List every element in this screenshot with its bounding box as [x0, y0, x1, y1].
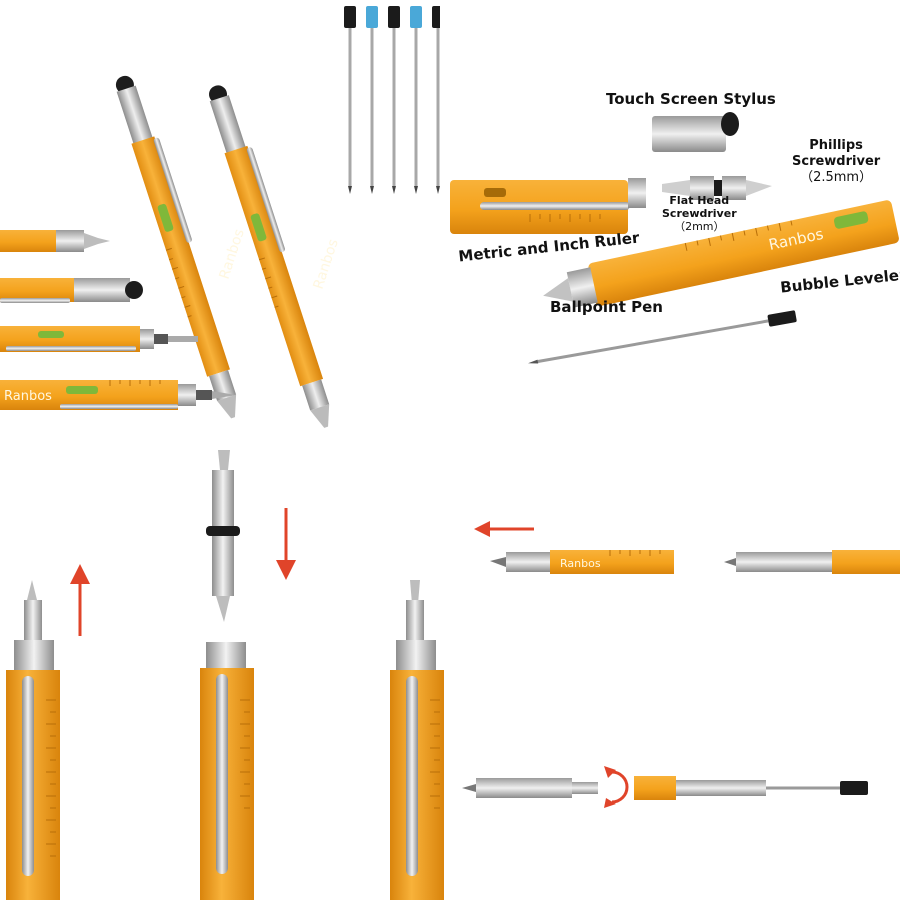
loose-refill [528, 310, 797, 364]
arrow-left-icon [474, 521, 534, 537]
refill-tip [348, 186, 352, 194]
label-phillips-size: （2.5mm） [800, 170, 873, 185]
brand-logo-left: Ranbos [217, 227, 248, 281]
pen-diagonal-right [209, 85, 330, 428]
pen-with-phillips-bit [6, 580, 60, 900]
arrow-down-icon [276, 508, 296, 580]
label-phillips-screwdriver: Phillips Screwdriver （2.5mm） [792, 138, 880, 186]
label-touch-screen-stylus: Touch Screen Stylus [606, 90, 776, 108]
label-flat-head-line1: Flat Head [669, 194, 730, 207]
label-ballpoint-pen: Ballpoint Pen [550, 298, 663, 316]
label-flat-head-line2: Screwdriver [662, 207, 737, 220]
loose-double-bit [206, 450, 240, 622]
rotate-icon [604, 766, 629, 808]
features-illustration: Ranbos [450, 112, 899, 364]
refill-cap [344, 6, 356, 28]
brand-logo-h4: Ranbos [4, 389, 52, 404]
refill-cap [388, 6, 400, 28]
panel-refill-replace: Ranbos [460, 450, 900, 900]
ink-refills [344, 6, 444, 194]
arrow-up-icon [70, 564, 90, 636]
refill-replace-illustration: Ranbos [462, 521, 900, 808]
pen-horizontal-4 [0, 380, 236, 410]
pen-overview-illustration: Ranbos Ranbos [0, 6, 444, 428]
pen-diagonal-left [115, 75, 237, 419]
refill-cap [366, 6, 378, 28]
label-flat-head-screwdriver: Flat Head Screwdriver （2mm） [662, 194, 737, 233]
refill-tip [436, 186, 440, 194]
pen-front-section [462, 778, 598, 798]
brand-logo-right: Ranbos [311, 237, 342, 291]
refill-tip [370, 186, 374, 194]
pen-tip-half [490, 550, 674, 574]
pen-empty-socket [200, 642, 254, 900]
pen-horizontal-3 [0, 326, 198, 352]
pen-horizontal-2 [0, 278, 143, 303]
pen-back-half [724, 550, 900, 574]
label-flat-head-size: （2mm） [674, 220, 725, 233]
panel-pen-overview: Ranbos Ranbos [0, 0, 460, 450]
label-phillips-line1: Phillips [809, 138, 863, 153]
refill-cap [410, 6, 422, 28]
bit-swap-illustration [6, 450, 444, 900]
stylus-part [652, 112, 739, 152]
ballpoint-pen-angled [543, 200, 899, 308]
label-phillips-line2: Screwdriver [792, 154, 881, 169]
refill-tip [414, 186, 418, 194]
screwdriver-bit [662, 176, 772, 200]
refill-tip [392, 186, 396, 194]
pen-with-flat-bit [390, 580, 444, 900]
brand-logo-refill: Ranbos [560, 557, 601, 570]
ruler-pen-segment [450, 178, 646, 234]
panel-features: Ranbos Touch Screen Stylus Phillips Scre… [440, 0, 900, 450]
panel-bit-swap [0, 450, 460, 900]
pen-horizontal-1 [0, 230, 110, 252]
pen-rear-section [634, 776, 868, 800]
